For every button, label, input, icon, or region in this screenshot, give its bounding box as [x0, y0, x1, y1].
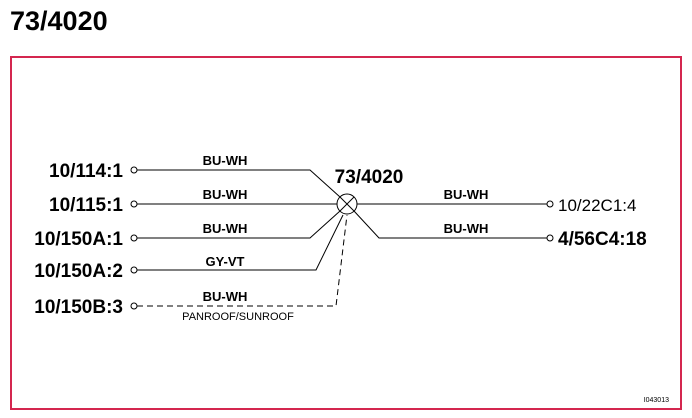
terminal-icon: [546, 200, 554, 208]
wire-color-label: BU-WH: [203, 221, 248, 236]
terminal-icon: [130, 166, 138, 174]
connector-label-10-115-1: 10/115:1: [49, 195, 123, 216]
wire-10-150b-3: [137, 214, 348, 307]
figure-code: I043013: [644, 397, 669, 404]
splice-label: 73/4020: [335, 167, 404, 188]
terminal-icon: [546, 234, 554, 242]
wire-note-label: PANROOF/SUNROOF: [182, 311, 294, 323]
wire-color-label: BU-WH: [203, 289, 248, 304]
page-title: 73/4020: [10, 6, 108, 36]
splice-icon: [336, 193, 358, 215]
connector-label-10-22c1-4: 10/22C1:4: [558, 196, 636, 215]
wire-10-150a-1: [137, 210, 341, 239]
wire-color-label: BU-WH: [203, 153, 248, 168]
terminal-icon: [130, 266, 138, 274]
wire-color-label: BU-WH: [203, 187, 248, 202]
connector-label-4-56c4-18: 4/56C4:18: [558, 229, 647, 250]
wire-color-label: BU-WH: [444, 221, 489, 236]
connector-label-10-114-1: 10/114:1: [49, 161, 123, 182]
connector-label-10-150a-2: 10/150A:2: [34, 261, 123, 282]
wire-4-56c4-18: [353, 210, 547, 239]
wire-color-label: GY-VT: [205, 254, 244, 269]
connector-label-10-150b-3: 10/150B:3: [34, 297, 123, 318]
terminal-icon: [130, 200, 138, 208]
terminal-icon: [130, 302, 138, 310]
connector-label-10-150a-1: 10/150A:1: [34, 229, 123, 250]
wire-10-114-1: [137, 169, 341, 198]
wire-10-150a-2: [137, 214, 344, 271]
wire-color-label: BU-WH: [444, 187, 489, 202]
terminal-icon: [130, 234, 138, 242]
diagram-frame: [10, 56, 682, 410]
